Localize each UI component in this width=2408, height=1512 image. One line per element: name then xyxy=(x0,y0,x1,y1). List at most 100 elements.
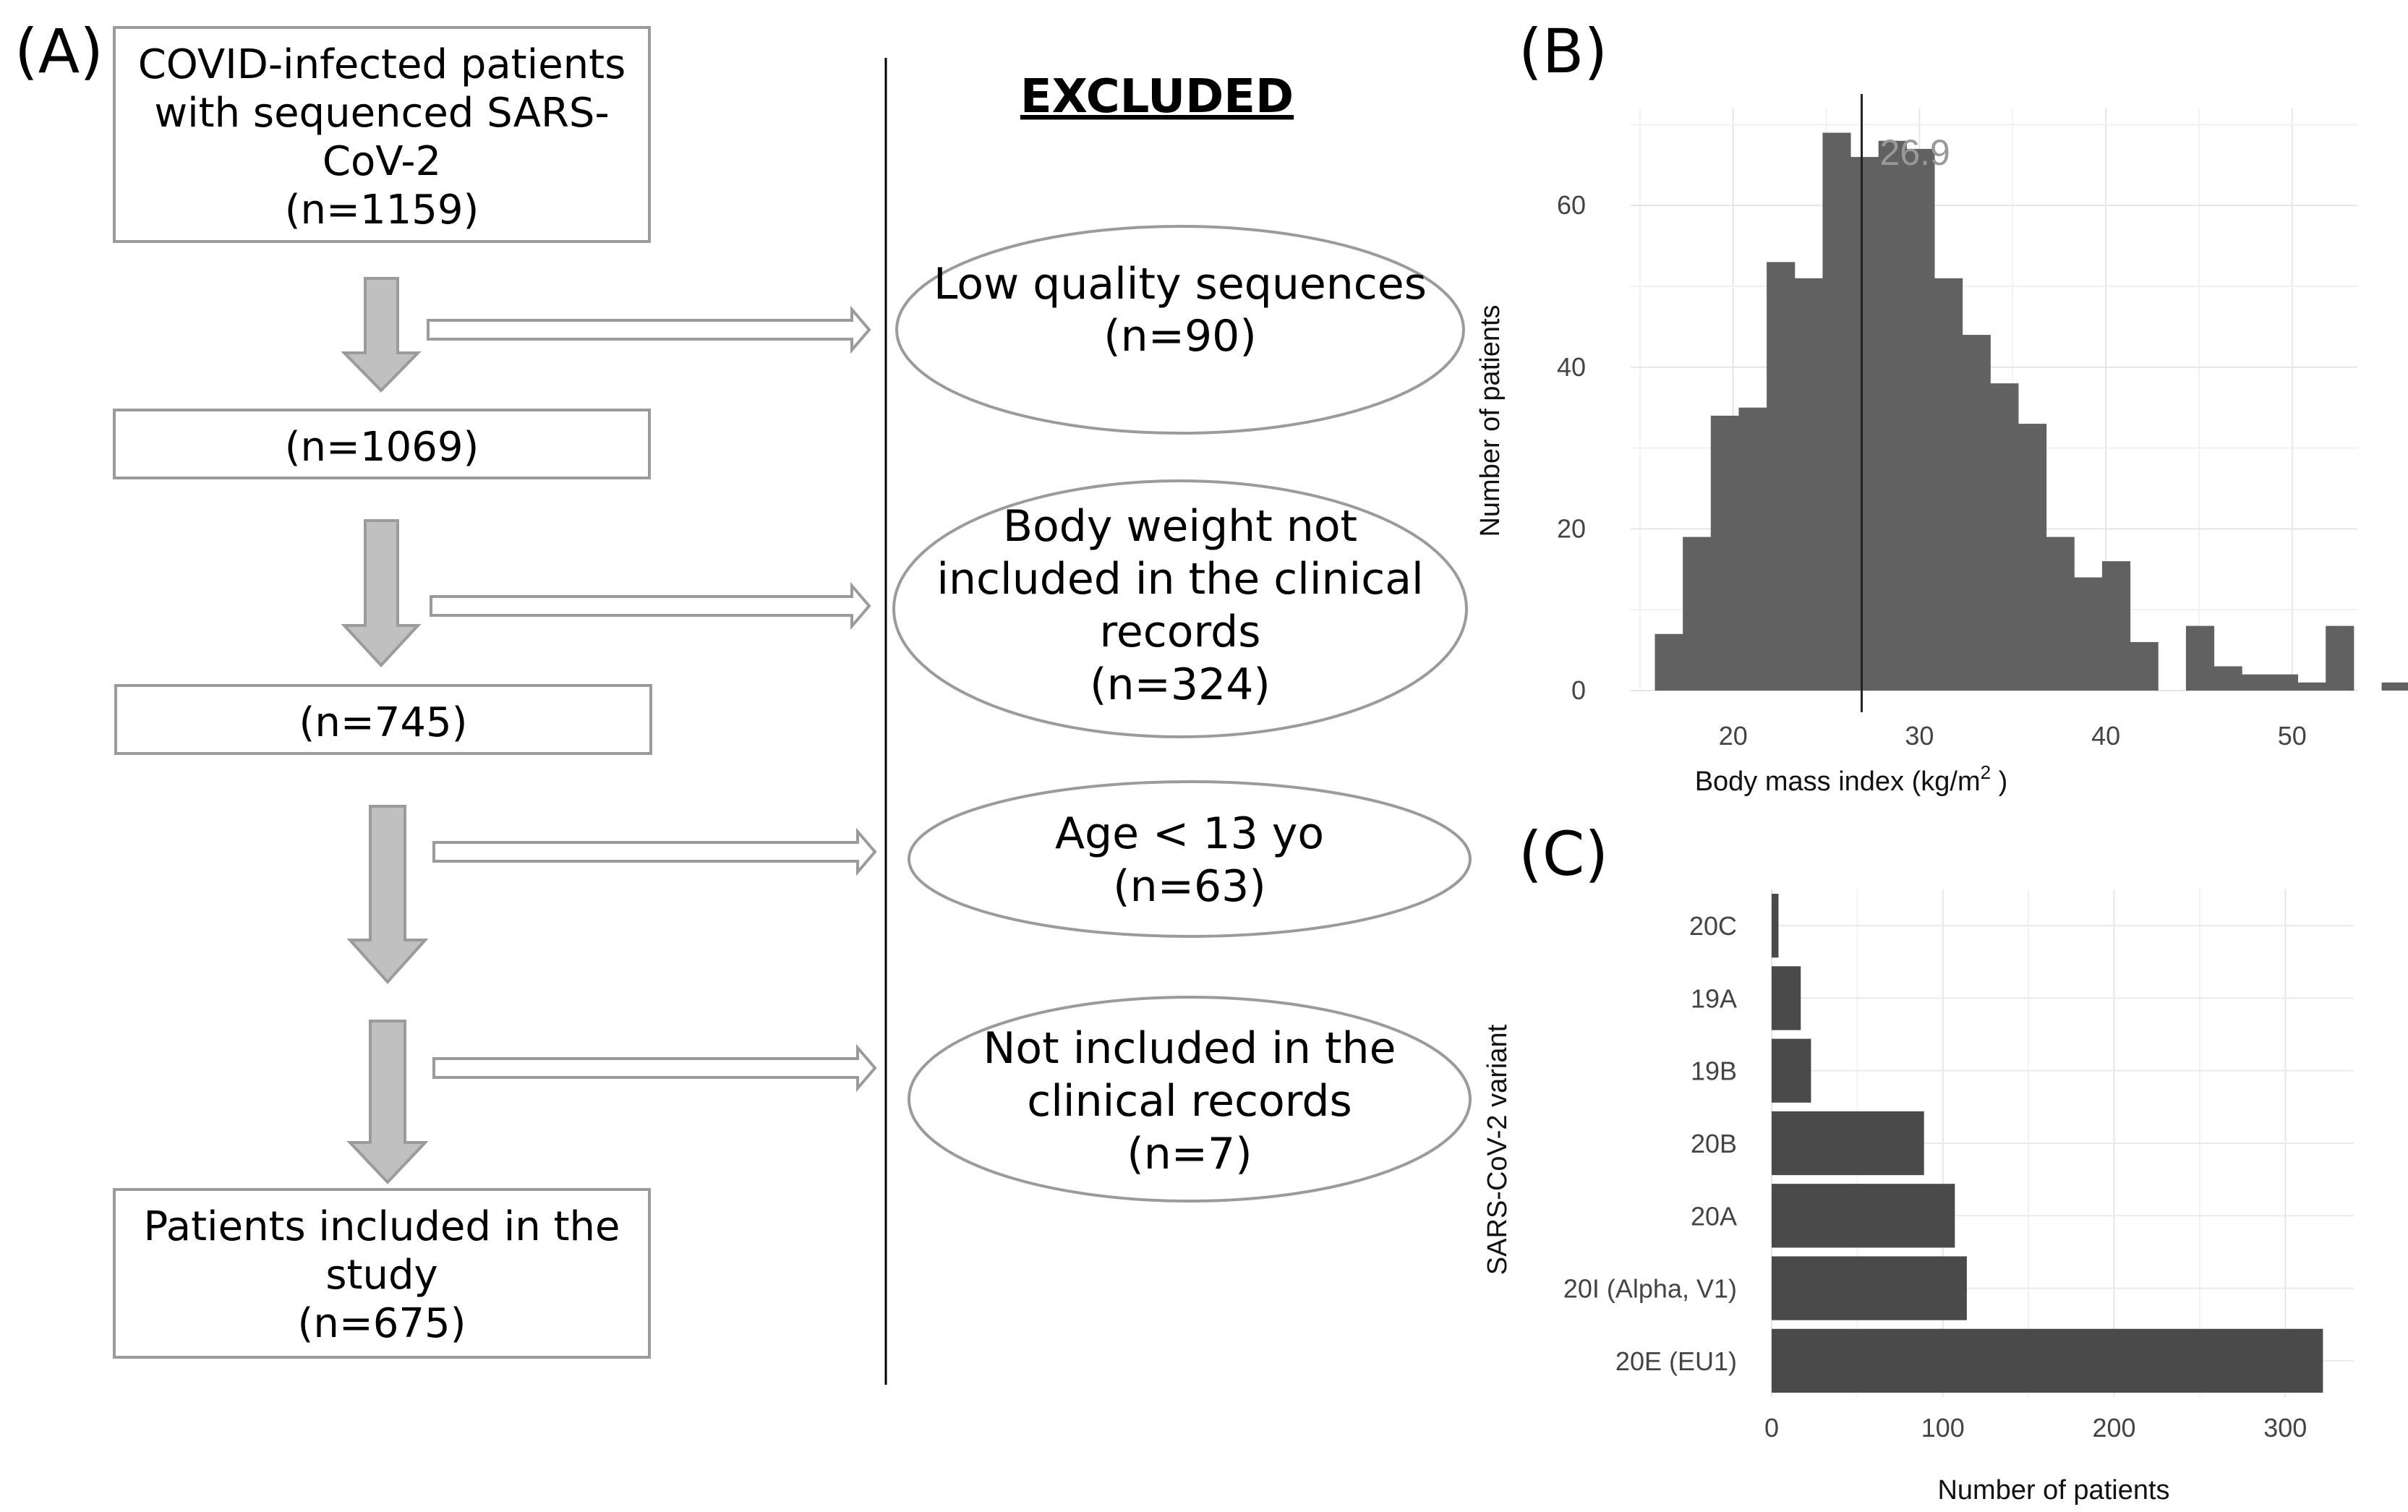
box-3: (n=745) xyxy=(114,684,652,755)
histogram-x-tick: 40 xyxy=(2091,721,2120,751)
panel-label-a: (A) xyxy=(14,16,103,87)
bar-chart-bar xyxy=(1772,1111,1924,1176)
down-arrow-1 xyxy=(341,277,422,393)
histogram-y-axis-title: Number of patients xyxy=(1475,304,1506,537)
histogram-bar xyxy=(1962,335,1991,691)
box-3-frame xyxy=(114,684,652,755)
histogram-bar xyxy=(2269,674,2299,691)
histogram-y-tick: 60 xyxy=(1557,190,1586,220)
histogram-x-tick: 20 xyxy=(1719,721,1748,751)
exclusion-3-line-1: Age < 13 yo xyxy=(1055,808,1324,859)
bar-chart-x-axis-title: Number of patients xyxy=(1937,1475,2169,1505)
exclusion-2-line-1: Body weight not xyxy=(1003,501,1357,552)
histogram-y-tick: 20 xyxy=(1557,513,1586,543)
exclusion-2-line-3: records xyxy=(1100,607,1261,657)
down-arrow-2 xyxy=(341,519,422,667)
box-1-line-1: COVID-infected patients xyxy=(138,41,626,88)
flowchart: EXCLUDED COVID-infected patients with se… xyxy=(113,26,1472,1385)
bar-chart-category-label: 19B xyxy=(1691,1056,1737,1086)
histogram-bar xyxy=(1655,633,1683,691)
bar-chart-x-tick: 200 xyxy=(2092,1413,2135,1443)
histogram-x-tick: 50 xyxy=(2278,721,2307,751)
histogram-bar xyxy=(1934,278,1963,691)
box-1-line-3: CoV-2 xyxy=(323,138,441,185)
bar-chart-bars xyxy=(1772,894,2323,1393)
box-2-line-1: (n=1069) xyxy=(285,424,479,471)
exclusion-4-line-2: clinical records xyxy=(1027,1076,1352,1127)
histogram-bar xyxy=(2130,641,2159,691)
histogram-bar xyxy=(1794,278,1823,691)
histogram-bar xyxy=(1710,415,1739,691)
bar-chart-bar xyxy=(1772,1256,1967,1320)
histogram-x-axis-title-end: ) xyxy=(1991,766,2007,797)
bar-chart-bar xyxy=(1772,894,1779,958)
box-4-line-2: study xyxy=(325,1252,437,1299)
histogram-bar xyxy=(2018,424,2047,691)
bar-chart-bar xyxy=(1772,1184,1955,1248)
bar-chart-category-label: 20A xyxy=(1691,1201,1737,1231)
bar-chart-x-tick: 100 xyxy=(1921,1413,1965,1443)
bar-chart-bar xyxy=(1772,966,1801,1030)
box-2-frame xyxy=(113,409,651,479)
box-4-line-3: (n=675) xyxy=(298,1300,466,1347)
histogram-bar xyxy=(1683,537,1712,691)
histogram-x-axis-title-sup: 2 xyxy=(1981,761,1991,783)
exclusion-1-line-2: (n=90) xyxy=(1103,311,1256,362)
histogram-bar xyxy=(1738,407,1767,691)
bar-chart-bar xyxy=(1772,1038,1811,1103)
histogram-y-tick: 0 xyxy=(1571,675,1586,705)
box-2: (n=1069) xyxy=(113,409,651,479)
histogram-bar xyxy=(2381,682,2408,691)
exclusion-2-ellipse xyxy=(892,479,1468,738)
histogram-x-axis-title: Body mass index (kg/m2 ) xyxy=(1695,761,2008,797)
box-1-line-2: with sequenced SARS- xyxy=(154,90,609,137)
box-4-line-1: Patients included in the xyxy=(144,1203,620,1250)
histogram-bar xyxy=(1850,157,1879,691)
bar-chart-category-label: 20B xyxy=(1691,1129,1737,1158)
box-4-frame xyxy=(113,1188,651,1359)
exclusion-2-line-2: included in the clinical xyxy=(936,554,1423,605)
histogram-bar xyxy=(1767,262,1796,691)
exclusion-1: Low quality sequences (n=90) xyxy=(895,225,1465,435)
histogram-bar xyxy=(2046,537,2075,691)
down-arrow-3 xyxy=(346,805,429,984)
histogram-bar xyxy=(2326,625,2354,691)
right-arrow-2 xyxy=(430,581,871,631)
exclusion-4: Not included in the clinical records (n=… xyxy=(908,996,1472,1203)
exclusion-4-line-3: (n=7) xyxy=(1127,1129,1252,1179)
histogram-bar xyxy=(1822,132,1851,691)
box-4: Patients included in the study (n=675) xyxy=(113,1188,651,1359)
bar-chart-category-label: 20C xyxy=(1689,911,1737,941)
box-3-line-1: (n=745) xyxy=(299,699,468,746)
histogram-bar xyxy=(1990,383,2019,691)
bar-chart-category-label: 20I (Alpha, V1) xyxy=(1563,1274,1737,1304)
excluded-header: EXCLUDED xyxy=(1020,70,1294,124)
histogram-x-ticks: 20 30 40 50 xyxy=(1719,721,2307,751)
histogram-x-tick: 30 xyxy=(1905,721,1934,751)
histogram-bar xyxy=(2297,682,2326,691)
exclusion-1-line-1: Low quality sequences xyxy=(934,259,1427,309)
histogram-bar xyxy=(2074,577,2103,691)
bar-chart-x-tick: 300 xyxy=(2263,1413,2307,1443)
box-1-frame xyxy=(113,26,651,243)
histogram-bar xyxy=(2213,666,2242,691)
bmi-histogram: 20 30 40 50 0 20 40 60 26.9 Body mass index (k… xyxy=(1475,94,2408,797)
histogram-bars xyxy=(1655,132,2408,691)
exclusion-2-line-4: (n=324) xyxy=(1090,659,1271,710)
right-arrow-4 xyxy=(432,1043,877,1093)
histogram-bar xyxy=(1906,148,1935,691)
bar-chart-y-axis-title: SARS-CoV-2 variant xyxy=(1482,1024,1513,1275)
exclusion-2: Body weight not included in the clinical… xyxy=(892,479,1468,738)
bar-chart-category-label: 20E (EU1) xyxy=(1615,1346,1737,1376)
exclusion-3-line-2: (n=63) xyxy=(1113,861,1265,912)
right-arrow-1 xyxy=(427,305,871,354)
mean-bmi-label: 26.9 xyxy=(1880,132,1950,173)
box-1-line-4: (n=1159) xyxy=(285,187,479,234)
histogram-bar xyxy=(1878,140,1907,691)
exclusion-3-ellipse xyxy=(908,780,1472,938)
exclusion-3: Age < 13 yo (n=63) xyxy=(908,780,1472,938)
